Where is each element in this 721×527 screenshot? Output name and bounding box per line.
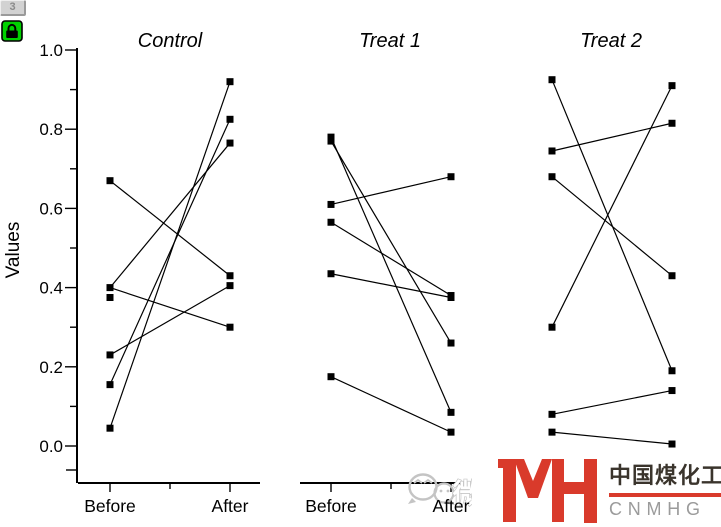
x-category-label: Before [84,496,136,516]
panel-title: Control [138,30,203,52]
pair-line [330,273,452,299]
pair-line [330,140,452,344]
before-marker [106,381,114,389]
before-marker [327,270,335,278]
y-tick-label: 0.0 [39,437,63,456]
pair-line [109,287,231,328]
recalculate-lock-icon[interactable] [1,20,23,43]
pair-line [330,221,452,297]
pair-line [551,431,673,445]
after-marker [226,323,234,331]
wechat-bubble-tail [408,498,416,504]
before-marker [106,177,114,185]
pair-line [109,81,231,429]
x-category-label: After [433,496,470,516]
after-marker [447,408,455,416]
pair-line [109,142,231,288]
x-category-label: Before [305,496,357,516]
x-category-label: After [212,496,249,516]
before-marker [327,218,335,226]
pair-line [551,85,673,328]
before-marker [548,323,556,331]
brand-name-en: CNMHG [609,499,706,519]
panel-title: Treat 1 [359,30,421,52]
before-marker [327,373,335,381]
y-tick-label: 0.2 [39,358,63,377]
after-marker [226,78,234,86]
after-marker [668,82,676,90]
y-tick-label: 1.0 [39,41,63,60]
pair-line [551,389,673,415]
wechat-eye-dot [439,489,443,493]
before-marker [327,200,335,208]
wechat-eyes [413,478,433,484]
pair-line [551,176,673,277]
pair-line [551,79,673,371]
brand-name-cn: 中国煤化工 [609,463,721,488]
before-marker [327,137,335,145]
wechat-eye-dot [446,489,450,493]
pair-line [109,285,231,356]
page-number-badge: 3 [0,0,26,16]
y-tick-label: 0.4 [39,279,63,298]
after-marker [447,294,455,301]
pair-line [109,119,231,385]
before-marker [106,284,114,292]
after-marker [668,272,676,280]
brand-rule [609,493,721,497]
wechat-bubble-small-icon [433,482,455,504]
after-marker [226,272,234,280]
after-marker [226,115,234,123]
panel-title: Treat 2 [580,30,642,52]
axes-layer [65,48,702,492]
brand-watermark: 中国煤化工 CNMHG [472,452,721,527]
y-tick-label: 0.8 [39,120,63,139]
after-marker [668,440,676,448]
before-marker [548,76,556,84]
after-marker [668,367,676,375]
before-marker [548,173,556,181]
after-marker [447,428,455,436]
before-marker [106,351,114,359]
pair-line [109,180,231,277]
wechat-bubble-tail [448,500,455,505]
before-marker [548,147,556,155]
y-tick-label: 0.6 [39,199,63,218]
pair-line [330,376,452,433]
after-marker [668,387,676,395]
before-marker [548,410,556,418]
after-marker [447,173,455,181]
pair-line [330,176,452,206]
after-marker [668,119,676,127]
pair-line [330,136,452,413]
pair-line [551,122,673,152]
before-marker [327,133,335,141]
brand-logo-icon [498,459,597,523]
data-layer [106,76,676,448]
before-marker [106,294,114,301]
after-marker [226,282,234,290]
after-marker [447,339,455,347]
y-axis-title: Values [3,222,24,279]
before-marker [548,428,556,436]
after-marker [226,139,234,147]
before-marker [106,424,114,432]
